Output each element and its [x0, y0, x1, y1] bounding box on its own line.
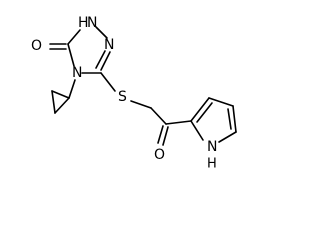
- bond-cyclopropyl-c: [54, 97, 70, 114]
- bond-ch2-co: [150, 107, 167, 125]
- bond-cyclopropyl-b: [51, 90, 56, 114]
- bond-c5-n1: [67, 29, 81, 45]
- bond-co-o-double-b: [162, 126, 169, 146]
- atom-label-pyrrole-nitrogen: N: [207, 139, 217, 155]
- bonds: [49, 26, 237, 146]
- bond-cyclopropyl-a: [51, 90, 70, 99]
- bond-co-o-double-a: [157, 125, 164, 144]
- atom-label-carbonyl-oxygen: O: [31, 38, 42, 54]
- bond-n4-cyclopropyl: [68, 79, 76, 99]
- bond-pyrrole-c5-n: [218, 131, 237, 143]
- bond-pyrrole-c4-c5-double-b: [227, 108, 232, 130]
- atom-labels: O H N N N S O N H: [31, 15, 217, 172]
- bond-pyrrole-c2-c3-double-b: [196, 102, 213, 123]
- bond-pyrrole-c3-c4: [208, 97, 234, 107]
- atom-label-triazole-n1: N: [87, 15, 97, 31]
- bond-n1-n2: [95, 26, 108, 39]
- bond-n2-c3-double-a: [100, 51, 111, 71]
- bond-n2-c3-double-b: [95, 50, 106, 69]
- atom-label-triazole-n1-hydrogen: H: [78, 15, 89, 31]
- molecule-structure-diagram: O H N N N S O N H: [31, 15, 237, 172]
- atom-label-sulfur: S: [118, 89, 127, 105]
- bond-n4-c5: [67, 43, 75, 67]
- bond-pyrrole-c2-c3-double-a: [190, 97, 210, 122]
- bond-pyrrole-n-c2: [190, 120, 204, 141]
- bond-pyrrole-c4-c5-double-a: [232, 105, 237, 133]
- atom-label-ketone-oxygen: O: [154, 147, 165, 163]
- bond-c3-s: [100, 72, 116, 92]
- atom-label-pyrrole-hydrogen: H: [207, 157, 217, 172]
- bond-co-pyrrole-c2: [165, 120, 192, 125]
- atom-label-triazole-n4: N: [72, 65, 82, 81]
- atom-label-triazole-n2: N: [104, 37, 114, 53]
- bond-s-ch2: [130, 100, 152, 109]
